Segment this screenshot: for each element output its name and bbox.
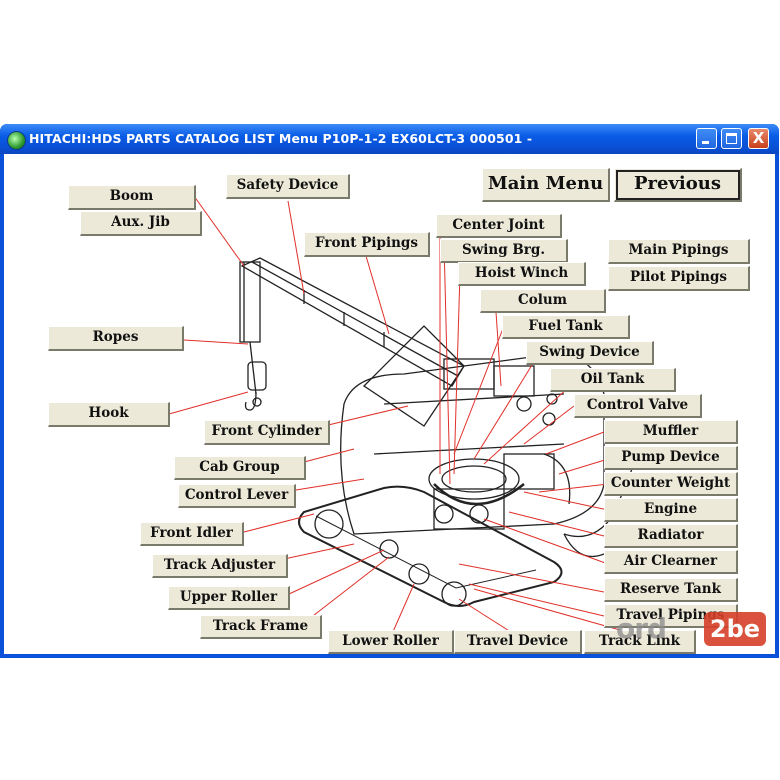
minimize-icon — [702, 141, 709, 144]
part-button-lower-roller[interactable]: Lower Roller — [328, 630, 454, 654]
part-button-main-pipings[interactable]: Main Pipings — [608, 239, 750, 264]
hook-shape — [244, 391, 257, 411]
main-menu-button[interactable]: Main Menu — [482, 168, 610, 202]
hook-block-shape — [247, 361, 267, 391]
watermark-text: ord — [616, 612, 667, 645]
maximize-icon — [726, 133, 737, 144]
part-button-aux-jib[interactable]: Aux. Jib — [80, 211, 202, 236]
part-button-front-idler[interactable]: Front Idler — [140, 522, 244, 546]
part-button-muffler[interactable]: Muffler — [604, 420, 738, 444]
app-window: HITACHI:HDS PARTS CATALOG LIST Menu P10P… — [0, 124, 779, 658]
part-button-swing-brg[interactable]: Swing Brg. — [440, 239, 568, 263]
part-button-hook[interactable]: Hook — [48, 402, 170, 427]
part-button-center-joint[interactable]: Center Joint — [436, 214, 562, 238]
globe-icon — [7, 131, 26, 150]
part-button-reserve-tank[interactable]: Reserve Tank — [604, 578, 738, 602]
part-button-air-clearner[interactable]: Air Clearner — [604, 550, 738, 574]
maximize-button[interactable] — [721, 128, 742, 149]
part-button-upper-roller[interactable]: Upper Roller — [168, 586, 290, 610]
part-button-fuel-tank[interactable]: Fuel Tank — [502, 315, 630, 339]
part-button-control-lever[interactable]: Control Lever — [178, 484, 296, 508]
title-bar: HITACHI:HDS PARTS CATALOG LIST Menu P10P… — [0, 124, 779, 154]
window-title: HITACHI:HDS PARTS CATALOG LIST Menu P10P… — [29, 131, 533, 146]
part-button-radiator[interactable]: Radiator — [604, 524, 738, 548]
part-button-travel-device[interactable]: Travel Device — [454, 630, 582, 654]
part-button-hoist-winch[interactable]: Hoist Winch — [458, 262, 586, 286]
watermark-badge: 2be — [704, 612, 766, 646]
part-button-swing-device[interactable]: Swing Device — [526, 341, 654, 365]
part-button-front-cylinder[interactable]: Front Cylinder — [204, 420, 330, 445]
leader-lines — [168, 195, 635, 635]
part-button-front-pipings[interactable]: Front Pipings — [304, 232, 430, 257]
part-button-colum[interactable]: Colum — [480, 289, 606, 313]
part-button-boom[interactable]: Boom — [68, 185, 196, 210]
boom-shape — [240, 257, 465, 387]
part-button-engine[interactable]: Engine — [604, 498, 738, 522]
close-icon: X — [752, 129, 765, 147]
previous-button[interactable]: Previous — [614, 168, 742, 202]
part-button-ropes[interactable]: Ropes — [48, 326, 184, 351]
part-button-pump-device[interactable]: Pump Device — [604, 446, 738, 470]
part-button-control-valve[interactable]: Control Valve — [574, 394, 702, 418]
part-button-counter-weight[interactable]: Counter Weight — [604, 472, 738, 496]
excavator-crane-diagram — [168, 195, 635, 635]
part-button-safety-device[interactable]: Safety Device — [226, 174, 350, 199]
part-button-track-link[interactable]: Track Link — [584, 630, 696, 654]
part-button-cab-group[interactable]: Cab Group — [174, 456, 306, 480]
part-button-track-adjuster[interactable]: Track Adjuster — [152, 554, 288, 578]
track-shape — [298, 485, 563, 607]
part-button-track-frame[interactable]: Track Frame — [200, 615, 322, 639]
part-button-pilot-pipings[interactable]: Pilot Pipings — [608, 266, 750, 291]
minimize-button[interactable] — [696, 128, 717, 149]
close-button[interactable]: X — [748, 128, 769, 149]
parts-catalog-canvas: Main Menu Previous Boom Aux. Jib Safety … — [4, 154, 775, 654]
watermark-logo: ord 2be — [616, 612, 766, 652]
part-button-oil-tank[interactable]: Oil Tank — [550, 368, 676, 392]
